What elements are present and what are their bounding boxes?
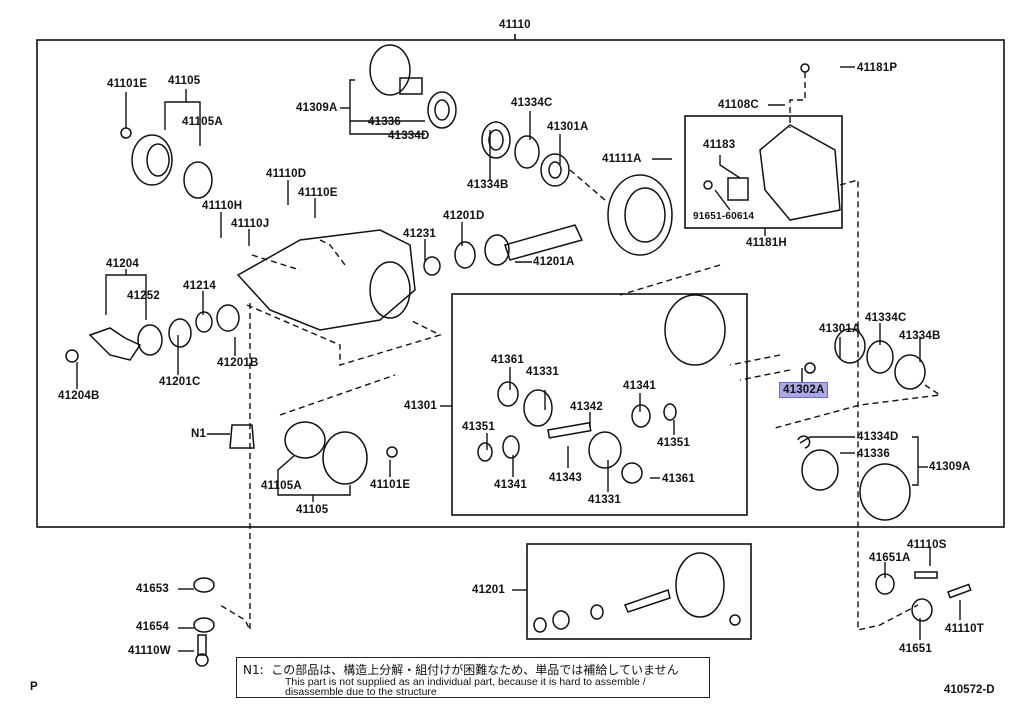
differential-subassembly-box: [451, 293, 748, 516]
label-41201d[interactable]: 41201D: [443, 210, 485, 222]
label-41302a-highlighted[interactable]: 41302A: [779, 382, 829, 398]
label-41110j[interactable]: 41110J: [231, 218, 270, 230]
label-41342[interactable]: 41342: [570, 401, 603, 413]
note-marker: N1:: [243, 663, 264, 677]
cover-subassembly-box: [684, 115, 843, 229]
label-41334d-right[interactable]: 41334D: [857, 431, 899, 443]
label-41651[interactable]: 41651: [899, 643, 932, 655]
label-41110s[interactable]: 41110S: [907, 539, 947, 551]
label-41108c[interactable]: 41108C: [718, 99, 759, 111]
label-41101e-bottom[interactable]: 41101E: [370, 479, 411, 491]
label-41181p[interactable]: 41181P: [857, 62, 898, 74]
note-box: N1: この部品は、構造上分解・組付けが困難なため、単品では補給していません T…: [236, 657, 710, 698]
label-41201[interactable]: 41201: [472, 584, 505, 596]
label-41334b-right[interactable]: 41334B: [899, 330, 941, 342]
label-41334b[interactable]: 41334B: [467, 179, 509, 191]
label-41651a[interactable]: 41651A: [869, 552, 911, 564]
assembly-frame: [36, 39, 1005, 528]
label-41351-a[interactable]: 41351: [462, 421, 495, 433]
label-41201b[interactable]: 41201B: [217, 357, 259, 369]
label-41204[interactable]: 41204: [106, 258, 139, 270]
label-41334c-right[interactable]: 41334C: [865, 312, 907, 324]
label-41301a[interactable]: 41301A: [547, 121, 589, 133]
label-91651-60614[interactable]: 91651-60614: [693, 211, 755, 222]
note-japanese-text: この部品は、構造上分解・組付けが困難なため、単品では補給していません: [271, 663, 679, 677]
label-41231[interactable]: 41231: [403, 228, 436, 240]
label-41183[interactable]: 41183: [703, 139, 736, 151]
label-41331-a[interactable]: 41331: [526, 366, 559, 378]
note-english-text: This part is not supplied as an individu…: [285, 676, 646, 698]
label-41111a[interactable]: 41111A: [602, 153, 642, 165]
label-41110h[interactable]: 41110H: [202, 200, 243, 212]
label-41201a[interactable]: 41201A: [533, 256, 575, 268]
label-41361-b[interactable]: 41361: [662, 473, 695, 485]
label-41110w[interactable]: 41110W: [128, 645, 171, 657]
label-n1[interactable]: N1: [191, 428, 207, 440]
corner-marker: P: [30, 681, 38, 693]
label-41331-b[interactable]: 41331: [588, 494, 621, 506]
label-41110[interactable]: 41110: [499, 19, 531, 31]
label-41105a-bottom[interactable]: 41105A: [261, 480, 302, 492]
figure-id: 410572-D: [944, 684, 995, 696]
label-41110t[interactable]: 41110T: [945, 623, 984, 635]
label-41343[interactable]: 41343: [549, 472, 582, 484]
label-41181h[interactable]: 41181H: [746, 237, 787, 249]
label-41105a[interactable]: 41105A: [182, 116, 223, 128]
label-41309a-right[interactable]: 41309A: [929, 461, 971, 473]
label-41336-right[interactable]: 41336: [857, 448, 890, 460]
label-41214[interactable]: 41214: [183, 280, 216, 292]
label-41201c[interactable]: 41201C: [159, 376, 201, 388]
label-41204b[interactable]: 41204B: [58, 390, 100, 402]
label-41110d[interactable]: 41110D: [266, 168, 307, 180]
label-41361-a[interactable]: 41361: [491, 354, 524, 366]
label-41301a-right[interactable]: 41301A: [819, 323, 861, 335]
label-41341-b[interactable]: 41341: [494, 479, 527, 491]
label-41110e[interactable]: 41110E: [298, 187, 338, 199]
label-41105[interactable]: 41105: [168, 75, 201, 87]
note-japanese: N1: この部品は、構造上分解・組付けが困難なため、単品では補給していません: [243, 661, 679, 678]
label-41351-b[interactable]: 41351: [657, 437, 690, 449]
label-41334c[interactable]: 41334C: [511, 97, 553, 109]
label-41336[interactable]: 41336: [368, 116, 401, 128]
label-41309a[interactable]: 41309A: [296, 102, 338, 114]
part-glyphs: [65, 44, 972, 667]
label-41653[interactable]: 41653: [136, 583, 169, 595]
label-41101e[interactable]: 41101E: [107, 78, 148, 90]
ring-pinion-box: [526, 543, 752, 640]
label-41341-a[interactable]: 41341: [623, 380, 656, 392]
label-41105-bottom[interactable]: 41105: [296, 504, 329, 516]
label-41654[interactable]: 41654: [136, 621, 169, 633]
label-41301[interactable]: 41301: [404, 400, 437, 412]
label-41252[interactable]: 41252: [127, 290, 160, 302]
label-41334d[interactable]: 41334D: [388, 130, 430, 142]
